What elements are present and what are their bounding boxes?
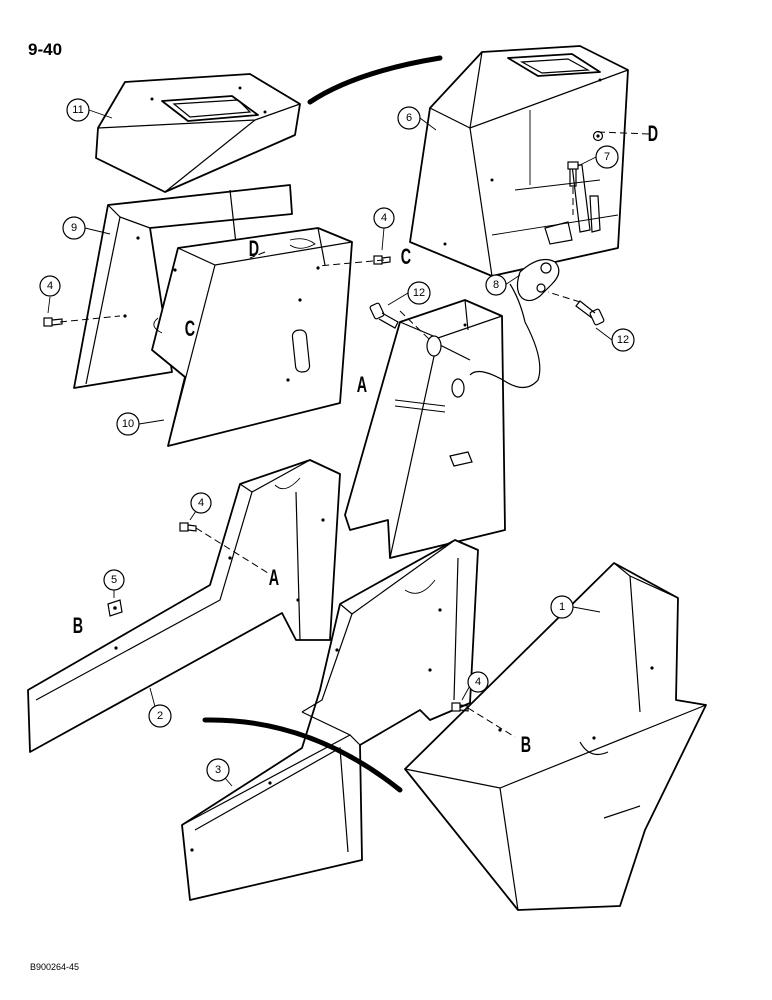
callout-6[interactable]: 6 [397,106,421,130]
callout-6-label: 6 [406,112,412,124]
callout-10-label: 10 [122,418,134,430]
callout-10[interactable]: 10 [116,412,140,436]
callout-7[interactable]: 7 [595,145,619,169]
callout-9-label: 9 [71,222,77,234]
ref-letter-d-upper: D [648,121,658,146]
callout-9[interactable]: 9 [62,216,86,240]
assembly-arrows [202,55,443,793]
callout-12-upper[interactable]: 12 [407,281,431,305]
part-9-side-panel[interactable] [73,184,293,389]
callout-12-right[interactable]: 12 [611,328,635,352]
callout-4-middle-label: 4 [198,497,204,509]
callout-4-lower-label: 4 [475,676,481,688]
assembly-guide-lines [59,131,651,738]
part-11-top-cover[interactable] [95,73,301,193]
part-2-lower-left-side[interactable] [27,459,341,753]
bolt-12-left[interactable] [369,302,399,329]
clip-nut-5[interactable] [107,599,123,617]
callout-1-label: 1 [559,601,565,613]
part-1-lower-right-base[interactable] [404,562,707,911]
nut-d[interactable] [592,130,604,142]
ref-letter-b-right: B [521,732,531,757]
bolt-4-middle[interactable] [179,522,197,532]
link-bracket-8[interactable] [516,259,560,302]
callout-2-label: 2 [157,710,163,722]
ref-letter-a-lower: A [269,565,279,590]
bolt-12-right[interactable] [575,300,605,326]
ref-letter-d-left: D [249,236,259,261]
callout-8-label: 8 [493,279,499,291]
document-code: B900264-45 [30,962,80,972]
callout-2[interactable]: 2 [148,704,172,728]
ref-letter-c-upper: C [401,244,411,269]
part-10-front-panel[interactable] [151,227,353,447]
part-a-center-support[interactable] [344,299,506,559]
callout-5[interactable]: 5 [103,569,125,591]
callout-4-left-label: 4 [47,280,53,292]
ref-letter-b-left: B [73,613,83,638]
page-number: 9-40 [28,40,63,59]
callout-11[interactable]: 11 [66,98,90,122]
callout-3[interactable]: 3 [206,758,230,782]
callout-4-upper-label: 4 [381,212,387,224]
bolt-4-left[interactable] [43,317,63,327]
ref-letter-a-center: A [357,372,367,397]
callout-8[interactable]: 8 [485,274,507,296]
part-3-lower-center-side[interactable] [181,539,479,901]
callout-3-label: 3 [215,764,221,776]
callout-12-right-label: 12 [617,334,629,346]
callout-4-lower[interactable]: 4 [467,671,489,693]
callout-4-left[interactable]: 4 [39,275,61,297]
callout-7-label: 7 [604,151,610,163]
callout-4-middle[interactable]: 4 [190,492,212,514]
part-6-upper-housing[interactable] [409,45,629,277]
callout-11-label: 11 [72,104,83,116]
callout-12-upper-label: 12 [413,287,425,299]
callout-1[interactable]: 1 [550,595,574,619]
ref-letter-c-left: C [185,316,195,341]
callout-4-upper[interactable]: 4 [373,207,395,229]
callout-5-label: 5 [111,574,117,586]
